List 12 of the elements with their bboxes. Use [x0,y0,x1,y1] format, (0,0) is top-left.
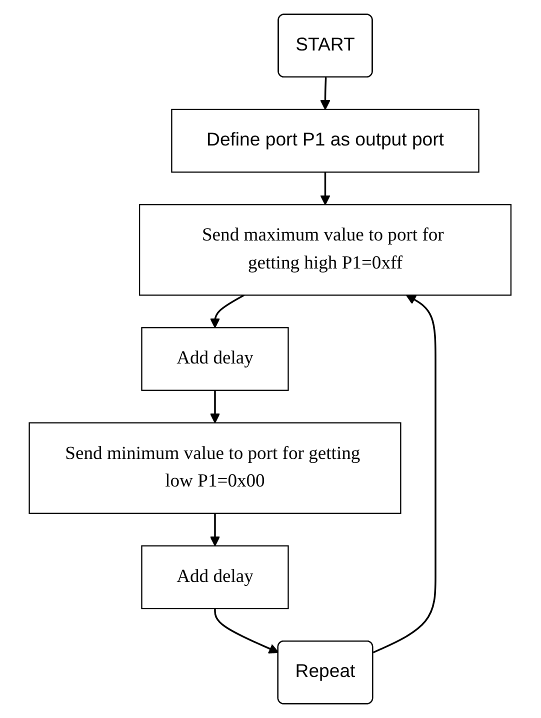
arrow [214,608,280,654]
node-box: Send minimum value to port for getting low P1=0x00 [29,422,402,514]
node-box: Define port P1 as output port [172,108,480,173]
arrow [210,513,220,546]
arrow [320,78,331,110]
arrow [210,294,245,328]
node-box: Send maximum value to port for getting high P1=0xff [139,204,512,296]
arrow [320,172,331,206]
node-box: Add delay [142,327,290,391]
arrow [373,294,437,654]
node-box: Add delay [142,545,290,610]
arrow [210,390,220,424]
